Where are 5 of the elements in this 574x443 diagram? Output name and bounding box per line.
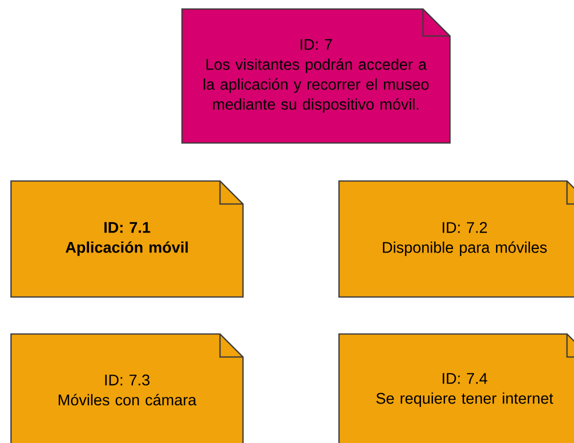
note-card: ID: 7.4 Se requiere tener internet — [338, 333, 574, 443]
note-card: ID: 7.2 Disponible para móviles — [338, 180, 574, 298]
note-card: ID: 7.1 Aplicación móvil — [10, 180, 244, 298]
note-card: ID: 7.3 Móviles con cámara — [10, 333, 244, 443]
note-card: ID: 7 Los visitantes podrán acceder a la aplicación y recorrer el museo mediante su dispositivo móvil. — [181, 8, 451, 144]
